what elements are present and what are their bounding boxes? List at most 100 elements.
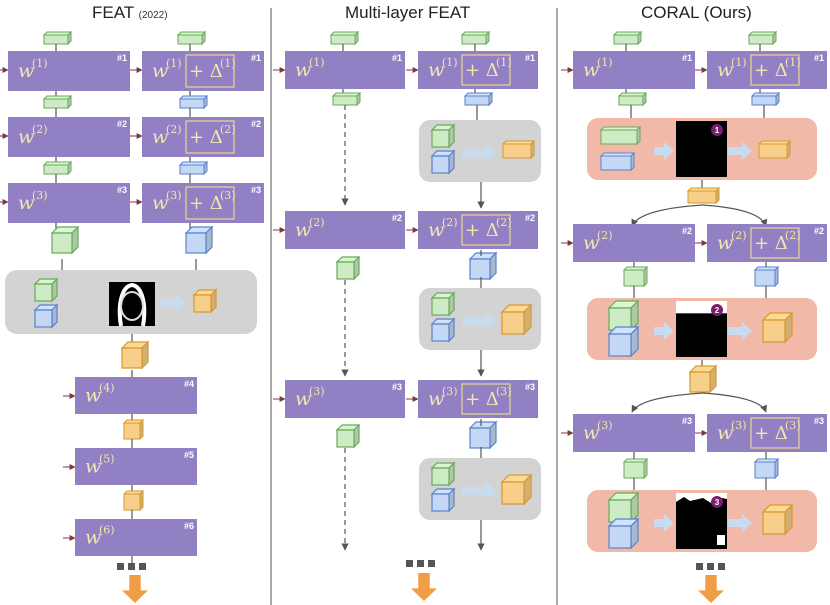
ellipsis-dot xyxy=(428,560,435,567)
delta-superscript: (3) xyxy=(496,385,512,398)
attention-mask-image xyxy=(109,282,155,327)
flow-arrow xyxy=(728,142,752,160)
panel-cube-blue xyxy=(430,317,456,343)
layer-rect xyxy=(707,51,827,89)
weight-label: w xyxy=(152,60,168,82)
delta-superscript: (1) xyxy=(785,56,801,69)
layer-index: #1 xyxy=(682,53,692,63)
weight-label: w xyxy=(583,232,599,254)
delta-box xyxy=(185,186,235,220)
weight-label: w xyxy=(717,59,733,81)
output-cube-orange xyxy=(120,340,150,370)
flow-arrow xyxy=(654,514,674,532)
panel-cube-blue xyxy=(607,517,640,550)
weight-label: w xyxy=(85,527,101,549)
layer-rect xyxy=(75,448,197,485)
step-badge xyxy=(711,496,723,508)
layer-index: #2 xyxy=(525,213,535,223)
step-badge xyxy=(711,304,723,316)
flow-arrow xyxy=(462,312,496,330)
delta-box xyxy=(750,417,800,449)
feature-token-blue xyxy=(753,457,780,480)
layer-index: #1 xyxy=(392,53,402,63)
layer-index: #1 xyxy=(525,53,535,63)
layer-rect xyxy=(75,519,197,556)
step-badge-label: 1 xyxy=(715,126,720,135)
panel-cube-orange xyxy=(761,503,794,536)
coral-token-orange xyxy=(686,186,721,205)
feature-cube-green xyxy=(335,423,361,449)
coral-cube-orange xyxy=(688,364,718,394)
weight-label: w xyxy=(295,219,311,241)
delta-label: + Δ xyxy=(189,61,223,82)
continue-arrow-feat xyxy=(122,575,148,603)
delta-label: + Δ xyxy=(465,220,499,241)
weight-superscript: (3) xyxy=(309,385,325,398)
input-token-green xyxy=(176,30,207,46)
feature-token-green xyxy=(42,94,73,110)
layer-rect xyxy=(707,414,827,452)
layer-block-coral: w(3)#3 xyxy=(573,414,695,452)
flow-arrow xyxy=(654,322,674,340)
feature-token-blue xyxy=(178,94,209,110)
flow-arrow xyxy=(462,482,496,500)
layer-index: #2 xyxy=(117,119,127,129)
ellipsis-dot xyxy=(117,563,124,570)
weight-label: w xyxy=(18,60,34,82)
panel-token-orange xyxy=(757,139,792,160)
step-badge-label: 2 xyxy=(715,306,720,315)
continue-arrow-ml xyxy=(411,573,437,601)
delta-label: + Δ xyxy=(189,193,223,214)
layer-rect xyxy=(8,51,130,91)
panel-cube-blue xyxy=(430,149,456,175)
weight-superscript: (5) xyxy=(99,453,115,466)
weight-label: w xyxy=(85,456,101,478)
layer-block-feat-delta: w(2)#2+ Δ(2) xyxy=(142,117,264,157)
panel-cube-orange xyxy=(500,303,533,336)
delta-label: + Δ xyxy=(189,127,223,148)
delta-label: + Δ xyxy=(465,60,499,81)
delta-box xyxy=(461,214,511,246)
split-connector xyxy=(702,204,768,227)
feature-cube-green xyxy=(335,255,361,281)
feature-cube-blue xyxy=(468,420,498,450)
layer-index: #1 xyxy=(117,53,127,63)
panel-cube-green xyxy=(607,491,640,524)
layer-rect xyxy=(707,224,827,262)
layer-rect xyxy=(142,51,264,91)
delta-box xyxy=(461,383,511,415)
flow-arrow xyxy=(728,514,752,532)
layer-index: #1 xyxy=(814,53,824,63)
output-token-orange xyxy=(122,418,145,441)
weight-superscript: (4) xyxy=(99,382,115,395)
layer-rect xyxy=(75,377,197,414)
panel-token-orange xyxy=(501,139,536,160)
panel-cube-green xyxy=(430,461,456,487)
weight-superscript: (1) xyxy=(32,57,48,70)
layer-index: #3 xyxy=(525,382,535,392)
flow-arrow xyxy=(654,142,674,160)
weight-label: w xyxy=(583,59,599,81)
layer-index: #3 xyxy=(392,382,402,392)
layer-rect xyxy=(8,117,130,157)
step-badge xyxy=(711,124,723,136)
layer-index: #3 xyxy=(814,416,824,426)
weight-superscript: (2) xyxy=(309,216,325,229)
weight-label: w xyxy=(18,126,34,148)
ellipsis-dot xyxy=(406,560,413,567)
layer-rect xyxy=(573,51,695,89)
flow-arrow xyxy=(728,322,752,340)
feature-token-blue xyxy=(463,91,494,107)
feature-token-green xyxy=(42,160,73,176)
step-badge-label: 3 xyxy=(715,498,720,507)
column-title-multilayer: Multi-layer FEAT xyxy=(345,3,470,22)
layer-rect xyxy=(8,183,130,223)
input-token-green xyxy=(747,30,778,46)
weight-superscript: (3) xyxy=(166,189,182,202)
panel-cube-blue xyxy=(33,303,59,329)
layer-block-feat-delta: w(1)#1+ Δ(1) xyxy=(142,51,264,91)
weight-superscript: (2) xyxy=(32,123,48,136)
weight-label: w xyxy=(85,385,101,407)
layer-index: #2 xyxy=(814,226,824,236)
